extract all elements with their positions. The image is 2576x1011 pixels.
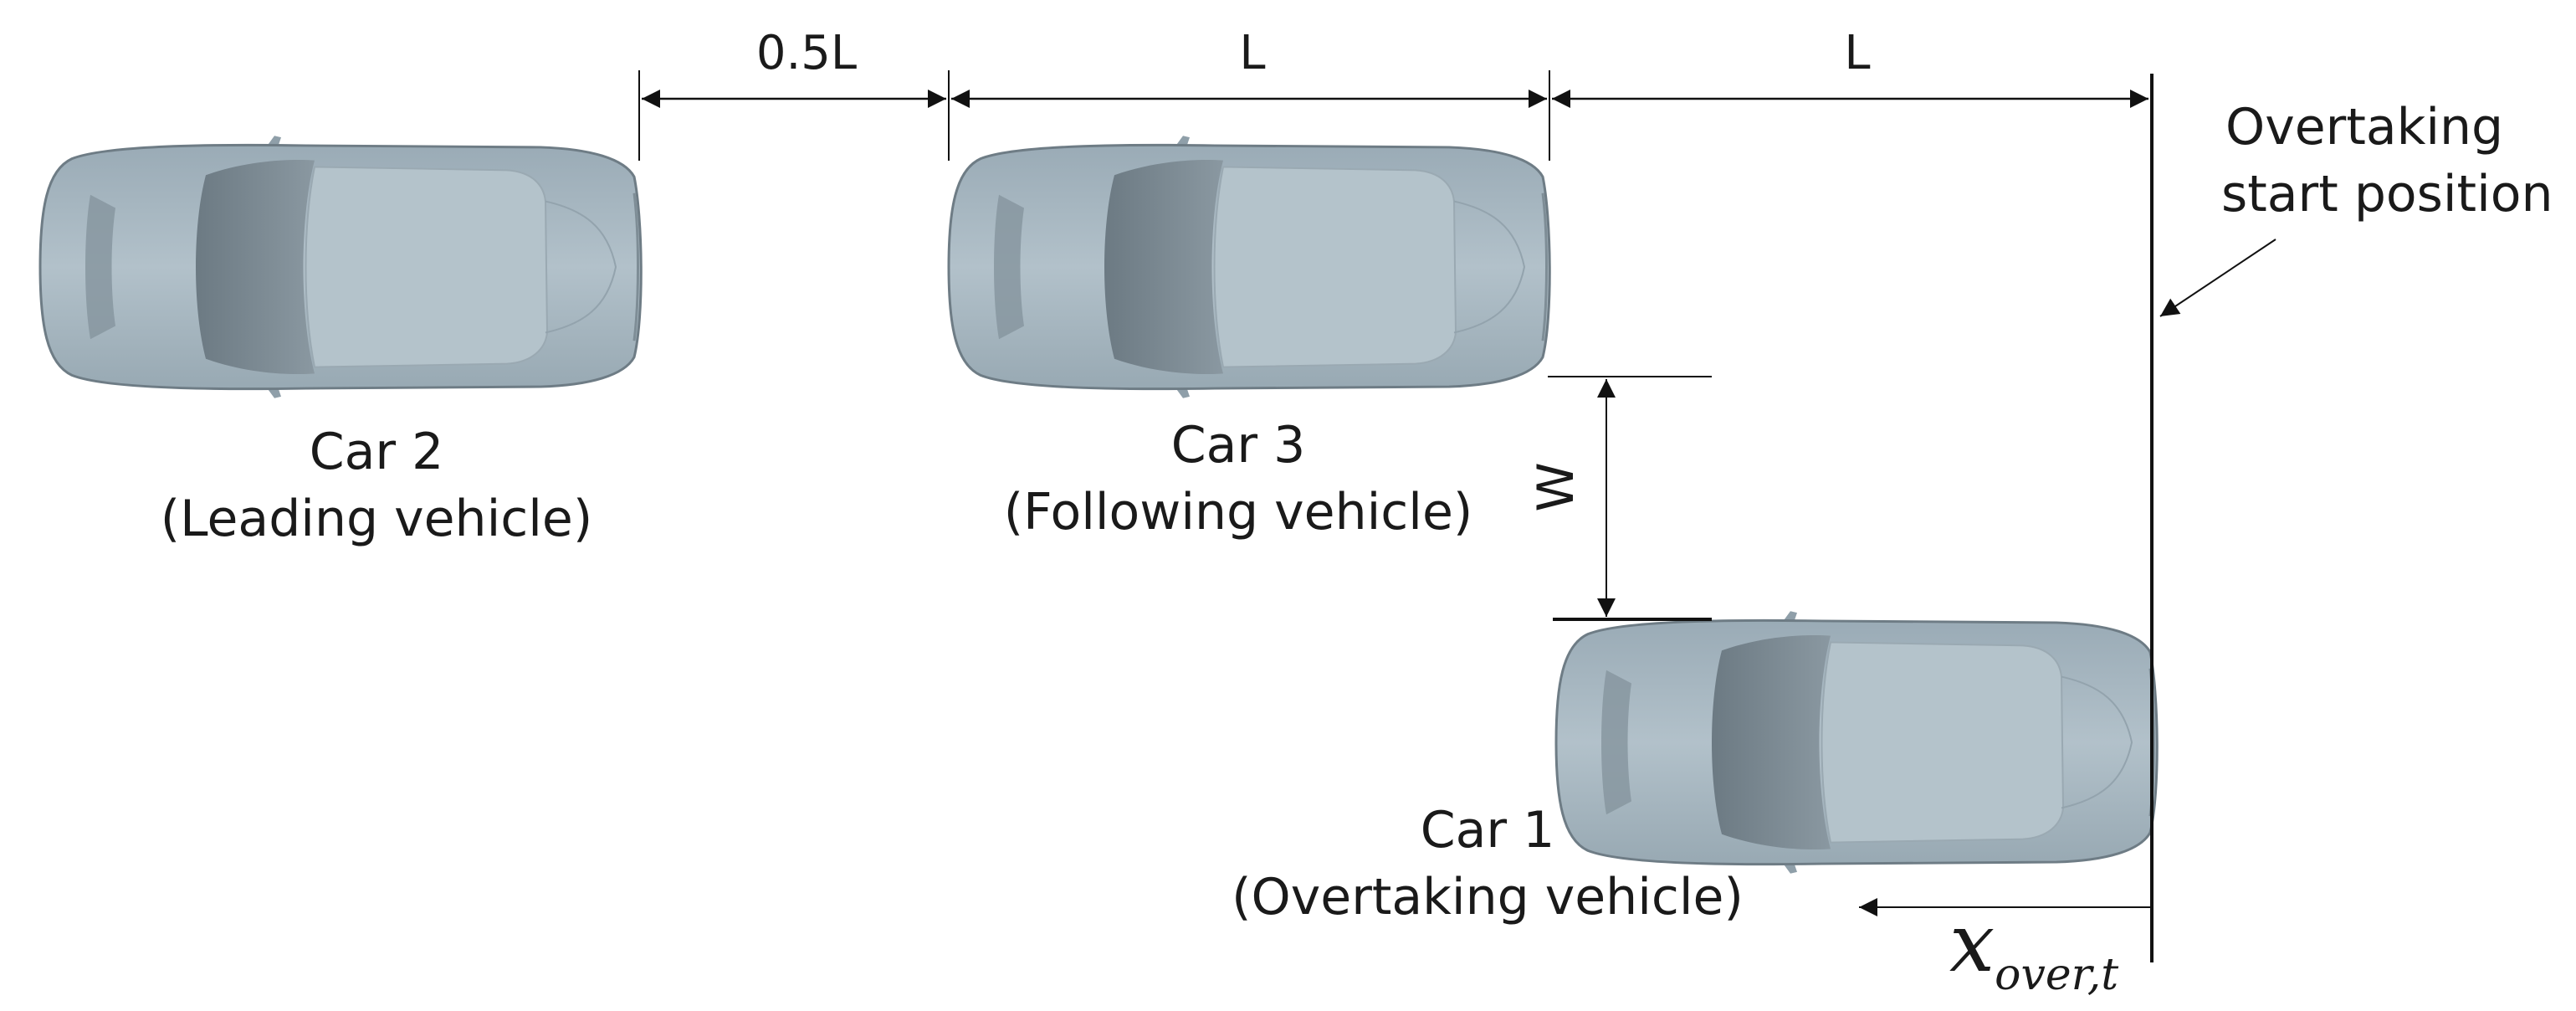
w-label: W bbox=[1527, 462, 1585, 511]
car-2-graphic bbox=[38, 134, 643, 400]
distance-symbol: x bbox=[1949, 896, 1995, 990]
annotation-line-2: start position bbox=[2221, 165, 2553, 223]
car2-name: Car 2 bbox=[310, 423, 444, 481]
offset-length-label: L bbox=[1844, 26, 1870, 80]
overtaking-distance-label: xover,t bbox=[1949, 896, 2118, 1000]
car2-role: (Leading vehicle) bbox=[161, 490, 593, 548]
annotation-line-1: Overtaking bbox=[2225, 98, 2503, 157]
dimension-lines-top: 0.5L L L bbox=[638, 26, 2148, 161]
lateral-gap-dimension: W bbox=[1527, 376, 1712, 621]
annotation-pointer-arrow bbox=[2159, 239, 2276, 317]
car-3-graphic bbox=[947, 134, 1551, 400]
gap-label: 0.5L bbox=[756, 26, 857, 80]
car3-role: (Following vehicle) bbox=[1004, 483, 1473, 541]
car1-name: Car 1 bbox=[1421, 801, 1555, 860]
distance-subscript: over,t bbox=[1995, 950, 2118, 1000]
car1-role: (Overtaking vehicle) bbox=[1232, 868, 1744, 926]
car3-length-label: L bbox=[1239, 26, 1265, 80]
car-1-graphic bbox=[1554, 609, 2159, 875]
car3-name: Car 3 bbox=[1171, 416, 1306, 475]
